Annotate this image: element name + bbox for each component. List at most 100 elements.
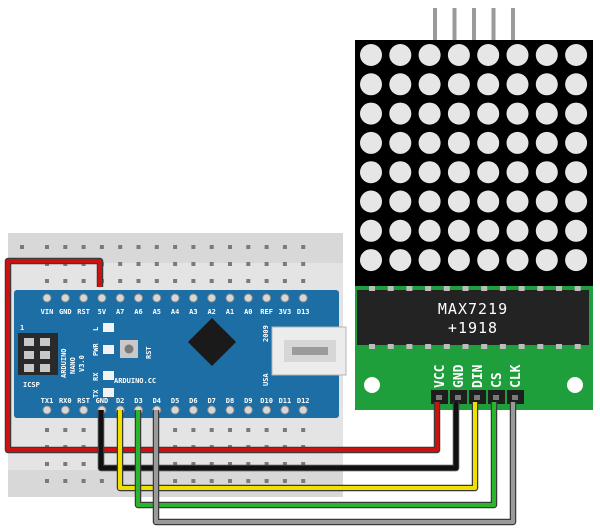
- matrix-led: [418, 190, 441, 213]
- breadboard-hole: [173, 462, 178, 466]
- nano-name-line-1: ARDUINO: [60, 348, 68, 378]
- matrix-led: [477, 73, 500, 96]
- nano-pin-d10: [262, 405, 272, 415]
- breadboard-hole: [191, 479, 196, 483]
- breadboard-hole: [301, 479, 306, 483]
- module-output-pin: [472, 8, 476, 42]
- matrix-led: [389, 219, 412, 242]
- breadboard-hole: [45, 479, 49, 483]
- nano-pin-3v3: [280, 293, 290, 303]
- matrix-led: [418, 44, 441, 66]
- matrix-led: [389, 102, 412, 125]
- matrix-led: [389, 131, 412, 154]
- nano-pin-label: 3V3: [279, 308, 292, 316]
- breadboard-hole: [228, 462, 232, 466]
- nano-pin-label: D9: [244, 397, 252, 405]
- chip-leg: [556, 286, 562, 291]
- matrix-led: [565, 73, 588, 96]
- country-label: USA: [262, 373, 270, 386]
- matrix-led: [418, 219, 441, 242]
- nano-pin-gnd: [60, 293, 70, 303]
- nano-name-block: ARDUINO NANO V3.0: [60, 348, 86, 378]
- chip-leg: [369, 286, 375, 291]
- breadboard-hole: [63, 279, 68, 283]
- matrix-led: [447, 102, 470, 125]
- reset-button: RST: [120, 340, 153, 359]
- nano-pin-label: 5V: [98, 308, 107, 316]
- nano-pin-d6: [188, 405, 198, 415]
- website-label: ARDUINO.CC: [114, 377, 156, 385]
- breadboard-hole: [282, 479, 287, 483]
- breadboard-hole: [191, 279, 196, 283]
- nano-name-line-3: V3.0: [78, 355, 86, 372]
- matrix-led: [506, 219, 529, 242]
- breadboard-hole: [282, 279, 287, 283]
- matrix-led: [477, 161, 500, 184]
- icsp-pin: [40, 364, 50, 372]
- nano-pin-label: D3: [134, 397, 142, 405]
- module-pin-gnd: [455, 395, 461, 400]
- matrix-led: [565, 219, 588, 242]
- matrix-led: [447, 219, 470, 242]
- module-pin-label-vcc: VCC: [433, 365, 448, 388]
- chip-leg: [369, 344, 375, 349]
- breadboard-hole: [45, 245, 49, 249]
- nano-pin-a4: [170, 293, 180, 303]
- breadboard-bottom-rail: [8, 470, 343, 497]
- matrix-led: [506, 102, 529, 125]
- chip-leg: [518, 286, 525, 291]
- matrix-led: [565, 161, 588, 184]
- matrix-led: [389, 44, 412, 66]
- chip-leg: [499, 344, 506, 349]
- matrix-led: [418, 161, 441, 184]
- breadboard-hole: [118, 262, 123, 266]
- nano-mcu-chip: [187, 317, 237, 367]
- module-output-pin: [491, 8, 496, 42]
- matrix-led: [506, 249, 529, 272]
- wire-5v-to-vcc: [6, 259, 439, 452]
- chip-leg: [537, 344, 544, 349]
- matrix-led: [447, 190, 470, 213]
- breadboard-hole: [81, 245, 86, 249]
- chip-leg: [443, 344, 450, 349]
- breadboard-hole: [81, 428, 86, 432]
- module-output-pin: [511, 8, 515, 42]
- icsp-pin: [24, 364, 34, 372]
- breadboard-hole: [264, 279, 269, 283]
- nano-pin-label: RST: [77, 308, 90, 316]
- breadboard-hole: [63, 245, 68, 249]
- nano-pin-a6: [134, 293, 143, 303]
- nano-pin-a2: [207, 293, 217, 303]
- breadboard-hole: [264, 479, 269, 483]
- breadboard-hole: [81, 279, 86, 283]
- matrix-led: [506, 73, 529, 96]
- icsp-pin: [40, 351, 50, 359]
- nano-pin-label: D5: [171, 397, 179, 405]
- nano-pin-label: D7: [207, 397, 215, 405]
- breadboard-hole: [301, 262, 306, 266]
- icsp-pin: [24, 338, 34, 346]
- nano-pin-label: GND: [96, 397, 109, 405]
- chip-leg: [518, 344, 525, 349]
- icsp-pin1-marker: 1: [20, 324, 24, 332]
- nano-pin-d5: [170, 405, 180, 415]
- breadboard-hole: [246, 262, 251, 266]
- breadboard-hole: [282, 245, 287, 249]
- nano-pin-a1: [225, 293, 235, 303]
- nano-pin-a5: [152, 293, 162, 303]
- module-pin-label-din: DIN: [471, 364, 486, 388]
- led-tx: [103, 388, 114, 397]
- breadboard-hole: [246, 245, 251, 249]
- nano-pin-label: GND: [59, 308, 72, 316]
- module-output-pin: [452, 8, 457, 42]
- nano-pin-rst: [79, 293, 89, 303]
- chip-leg: [481, 344, 488, 349]
- breadboard-hole: [246, 279, 251, 283]
- nano-pin-d11: [280, 405, 290, 415]
- breadboard-hole: [228, 428, 232, 432]
- nano-pin-ref: [262, 293, 272, 303]
- breadboard-hole: [282, 428, 287, 432]
- matrix-led: [477, 102, 500, 125]
